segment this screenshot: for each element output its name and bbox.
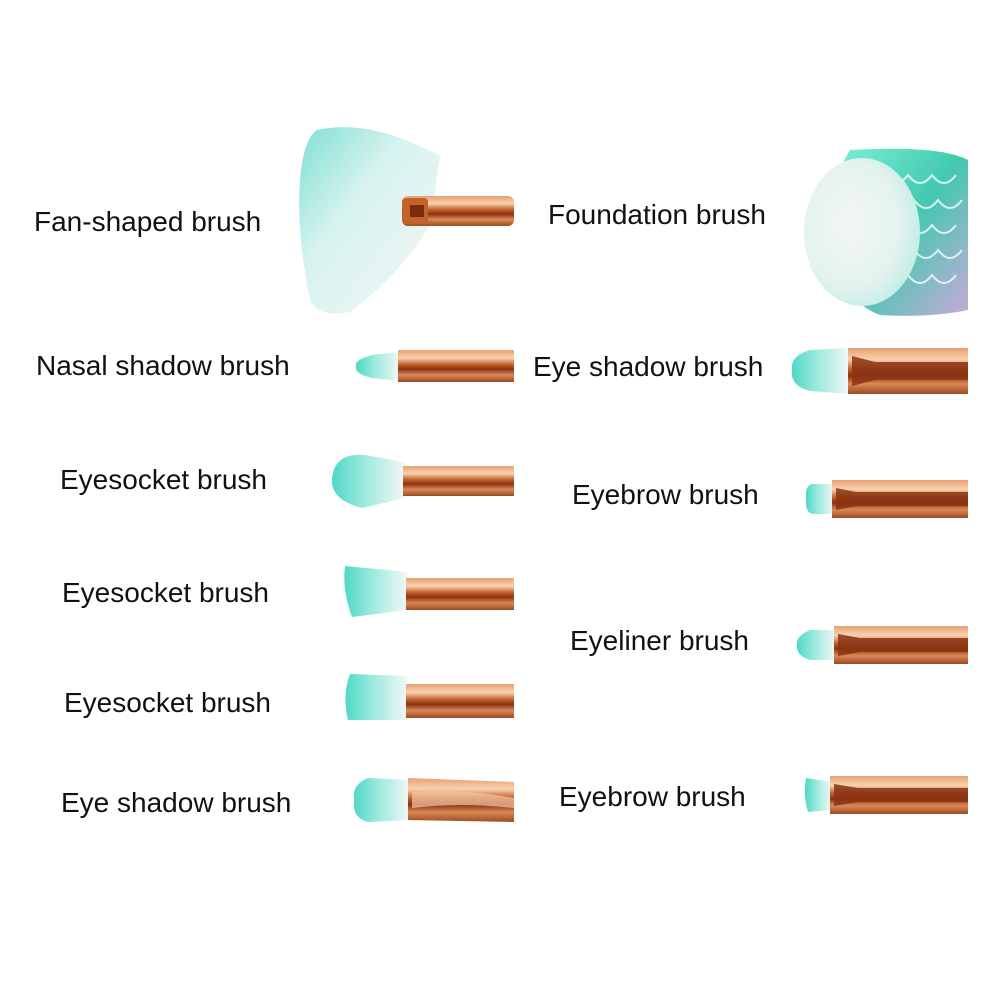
tapered-brush-icon — [355, 350, 514, 382]
label-eyebrow-brush-1: Eyebrow brush — [572, 479, 759, 510]
angled-eyebrow-brush-icon — [804, 776, 968, 814]
label-eyesocket-brush-3: Eyesocket brush — [64, 687, 271, 718]
small-flat-brush-icon — [805, 480, 968, 518]
label-eyesocket-brush-1: Eyesocket brush — [60, 464, 267, 495]
label-fan-shaped-brush: Fan-shaped brush — [34, 206, 262, 237]
label-eyebrow-brush-2: Eyebrow brush — [559, 781, 746, 812]
pencil-shader-brush-icon — [353, 778, 514, 822]
label-eyesocket-brush-2: Eyesocket brush — [62, 577, 269, 608]
eyeliner-brush-icon — [796, 626, 968, 664]
label-eye-shadow-brush-right: Eye shadow brush — [533, 351, 764, 382]
mermaid-foundation-brush-icon — [804, 148, 968, 316]
label-eyeliner-brush: Eyeliner brush — [570, 625, 749, 656]
label-eye-shadow-brush-left: Eye shadow brush — [61, 787, 292, 818]
fan-brush-icon — [299, 127, 514, 314]
round-blending-brush-icon — [331, 454, 514, 508]
label-nasal-shadow-brush: Nasal shadow brush — [36, 350, 290, 381]
flat-shader-brush-icon — [791, 348, 968, 394]
label-foundation-brush: Foundation brush — [548, 199, 766, 230]
flat-blending-brush-icon — [345, 674, 514, 720]
angled-brush-icon — [344, 566, 514, 617]
